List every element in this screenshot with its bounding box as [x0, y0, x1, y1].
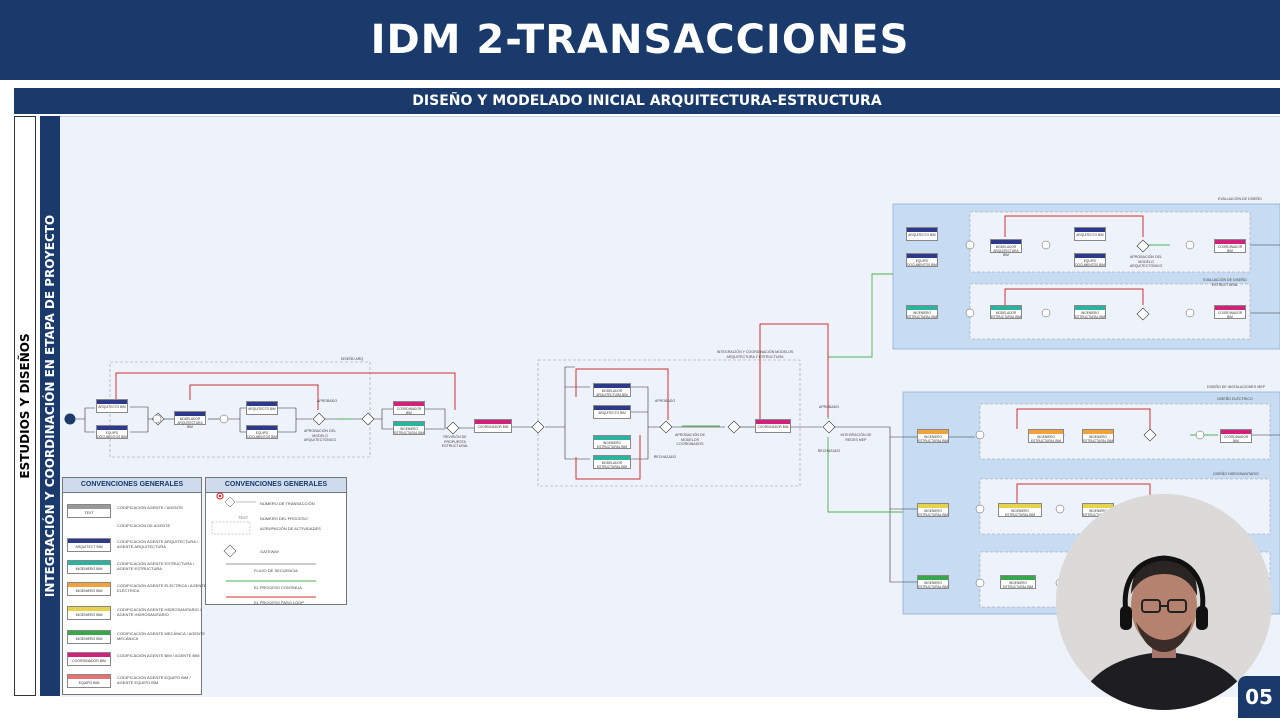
task-box: ARQUITECTO BIM	[96, 399, 128, 413]
group-label: EVALUACIÓN DE DISEÑO	[1218, 197, 1262, 201]
legend-symbol-desc: NÚMERO DEL PROCESO	[260, 516, 308, 521]
task-box: COORDINADOR BIM	[755, 419, 791, 433]
title-bar: IDM 2-TRANSACCIONES	[0, 0, 1280, 80]
task-box: EQUIPO DOCUMENTOS BIM	[96, 425, 128, 439]
legend-symbol-desc: AGRUPACIÓN DE ACTIVIDADES	[260, 526, 321, 531]
lane-inner-label: INTEGRACIÓN Y COORDINACIÓN EN ETAPA DE P…	[43, 214, 57, 598]
task-box: EQUIPO DOCUMENTOS BIM	[906, 253, 938, 267]
task-box: ARQUITECTO BIM	[246, 401, 278, 415]
legend-symbol-desc: EL PROCESO CONTINUA	[254, 585, 302, 590]
task-box: INGENIERO ESTRUCTURAL BIM	[1074, 305, 1106, 319]
diagram-note: APROBADO	[654, 399, 676, 403]
task-box: INGENIERO ESTRUCTURAL BIM	[1028, 429, 1064, 443]
lane-outer-label: ESTUDIOS Y DISEÑOS	[18, 333, 32, 479]
lane-inner: INTEGRACIÓN Y COORDINACIÓN EN ETAPA DE P…	[36, 116, 60, 696]
task-box: INGENIERO ESTRUCTURAL BIM	[393, 421, 425, 435]
group-eval-est	[969, 283, 1251, 340]
task-box: EQUIPO DOCUMENTOS BIM	[1074, 253, 1106, 267]
legend-symbols: CONVENCIONES GENERALES NÚMERO DE TRANSAC…	[205, 477, 347, 605]
legend-agents-title: CONVENCIONES GENERALES	[63, 478, 201, 493]
page-title: IDM 2-TRANSACCIONES	[370, 17, 910, 63]
loop-flows	[115, 215, 1151, 503]
legend-symbol-desc: NÚMERO DE TRANSACCIÓN	[260, 501, 315, 506]
task-box: INGENIERO ESTRUCTURAL BIM	[593, 435, 631, 449]
task-box: INGENIERO ESTRUCTURAL BIM	[1082, 429, 1114, 443]
group-label: DISEÑO HIDROSANITARIO	[1213, 472, 1259, 476]
presenter-webcam	[1056, 494, 1272, 710]
task-box: ARQUITECTO BIM	[593, 405, 631, 419]
task-box: INGENIERO ESTRUCTURAL BIM	[917, 429, 949, 443]
legend-symbols-title: CONVENCIONES GENERALES	[206, 478, 346, 493]
task-box: INGENIERO ESTRUCTURAL BIM	[917, 575, 949, 589]
subtitle-bar: DISEÑO Y MODELADO INICIAL ARQUITECTURA-E…	[14, 88, 1280, 114]
task-box: COORDINADOR BIM	[474, 419, 512, 433]
task-box: COORDINADOR BIM	[1214, 239, 1246, 253]
diagram-note: APROBACIÓN DEL MODELO ARQUITECTÓNICO	[1129, 255, 1163, 268]
task-box: ARQUITECTO BIM	[906, 227, 938, 241]
diagram-note: APROBADO	[316, 399, 338, 403]
task-box: COORDINADOR BIM	[1220, 429, 1252, 443]
diagram-note: RECHAZADO	[817, 449, 841, 453]
legend-text-sample: TEXT	[238, 515, 249, 520]
diagram-note: APROBADO	[818, 405, 840, 409]
diagram-note: INTEGRACIÓN DE REDES MEP	[840, 433, 872, 442]
group-label: DISEÑO DE INSTALACIONES MEP	[1206, 385, 1266, 389]
diagram-note: APROBACIÓN DE MODELOS COORDINADOS	[675, 433, 705, 446]
gateways	[151, 239, 1157, 516]
presenter-avatar-icon	[1056, 494, 1272, 710]
diagram-note: RECHAZADO	[653, 455, 677, 459]
task-box: MODELADOR ESTRUCTURAL BIM	[593, 455, 631, 469]
task-box: INGENIERO ESTRUCTURAL BIM	[998, 503, 1042, 517]
task-box: COORDINADOR BIM	[393, 401, 425, 415]
group-label: DISEÑO ARQ	[340, 357, 364, 361]
task-box: INGENIERO ESTRUCTURAL BIM	[1000, 575, 1036, 589]
task-box: INGENIERO ESTRUCTURAL BIM	[917, 503, 949, 517]
task-box: MODELADOR ARQUITECTURA BIM	[593, 383, 631, 397]
legend-symbol-desc: GATEWAY	[260, 549, 280, 554]
task-box: INGENIERO ESTRUCTURAL BIM	[906, 305, 938, 319]
start-event	[64, 413, 76, 425]
task-box: MODELADOR ARQUITECTURA BIM	[990, 239, 1022, 257]
task-box: MODELADOR ARQUITECTURA BIM	[174, 411, 206, 429]
task-box: MODELADOR ESTRUCTURAL BIM	[990, 305, 1022, 319]
group-label: EVALUACIÓN DE DISEÑO ESTRUCTURAL	[1203, 278, 1247, 287]
group-label: INTEGRACIÓN Y COORDINACIÓN MODELOS ARQUI…	[716, 350, 794, 359]
process-markers	[152, 240, 1205, 588]
group-label: DISEÑO ELÉCTRICO	[1217, 397, 1253, 401]
lane-outer: ESTUDIOS Y DISEÑOS	[14, 116, 36, 696]
diagram-note: APROBACIÓN DEL MODELO ARQUITECTÓNICO	[303, 429, 337, 442]
diagram-note: REVISIÓN DE PROPUESTA ESTRUCTURAL	[441, 435, 469, 448]
task-box: EQUIPO DOCUMENTOS BIM	[246, 425, 278, 439]
section-title: DISEÑO Y MODELADO INICIAL ARQUITECTURA-E…	[412, 93, 882, 109]
legend-symbols-art	[211, 492, 316, 598]
legend-symbol-desc: FLUJO DE SECUENCIA	[254, 568, 298, 573]
page-number-badge: 05	[1238, 676, 1280, 718]
legend-symbol-desc: EL PROCESO PASO LOOP	[254, 600, 305, 605]
task-box: COORDINADOR BIM	[1214, 305, 1246, 319]
task-box: ARQUITECTO BIM	[1074, 227, 1106, 241]
sequence-flows	[76, 244, 1280, 583]
